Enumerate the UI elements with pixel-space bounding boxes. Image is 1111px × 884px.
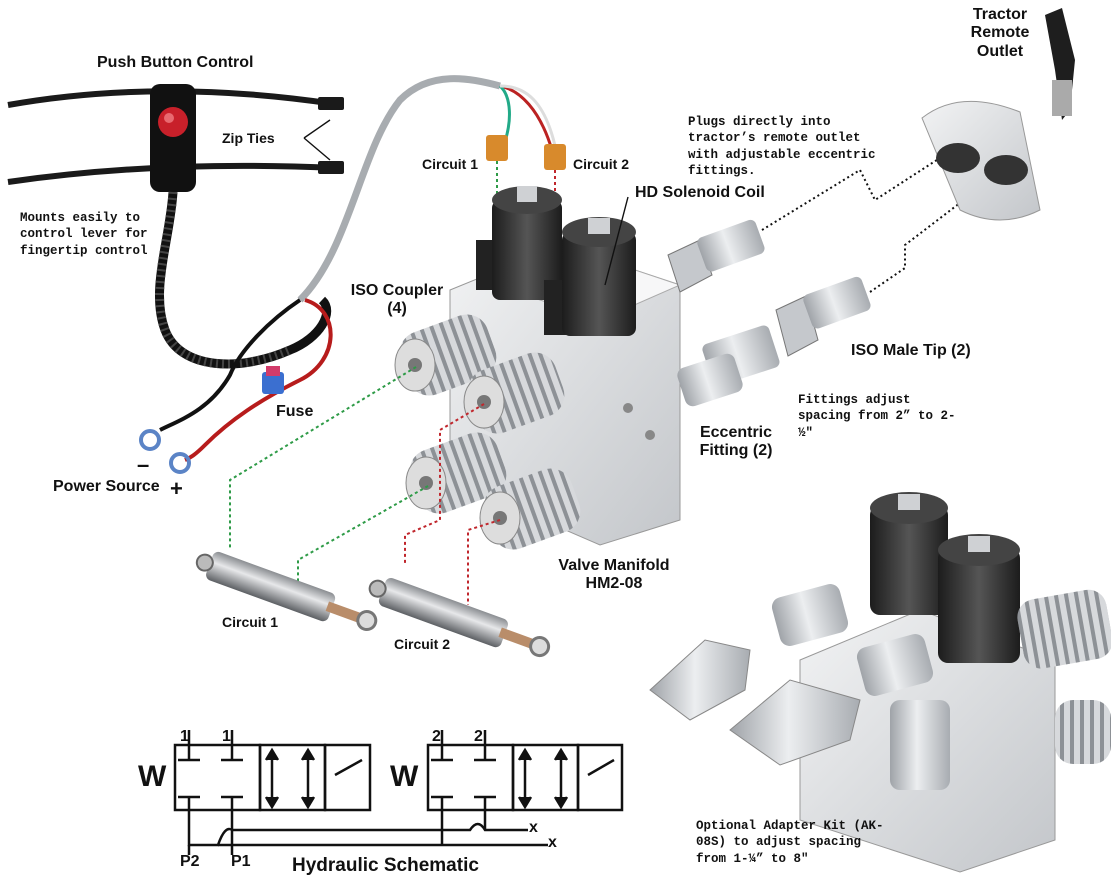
adapter-kit-note: Optional Adapter Kit (AK-08S) to adjust … <box>696 819 884 866</box>
power-source-label: Power Source <box>53 478 160 495</box>
ring-terminal-negative <box>139 429 161 451</box>
solenoid-coil-2 <box>544 217 636 336</box>
eccentric-fitting-label: Eccentric Fitting (2) <box>699 424 773 460</box>
plugs-note: Plugs directly into tractor’s remote out… <box>688 115 876 178</box>
hydraulic-schematic <box>173 730 624 855</box>
schematic-port-1a: 1 <box>180 728 189 745</box>
iso-coupler-2 <box>463 352 565 434</box>
power-lead-negative <box>159 298 302 432</box>
push-button-housing <box>150 84 196 192</box>
cylinder-circuit-2-label: Circuit 2 <box>394 636 451 652</box>
schematic-x-2: x <box>548 834 557 851</box>
iso-coupler-1 <box>394 314 497 396</box>
hydraulic-cylinder-circuit-1 <box>195 551 378 632</box>
push-button-icon <box>158 107 188 137</box>
connector-circuit-1-label: Circuit 1 <box>422 156 479 172</box>
iso-coupler-label: ISO Coupler (4) <box>350 282 444 318</box>
fuse-icon <box>262 366 284 394</box>
connector-circuit-2-label: Circuit 2 <box>573 156 630 172</box>
tractor-remote-outlet <box>921 8 1075 221</box>
ring-terminal-positive <box>169 452 191 474</box>
schematic-x-1: x <box>529 819 538 836</box>
iso-male-tip-lower <box>775 276 871 357</box>
iso-coupler-4 <box>479 468 581 550</box>
iso-male-tip-label: ISO Male Tip (2) <box>851 342 971 359</box>
cylinder-circuit-1-label: Circuit 1 <box>222 614 279 630</box>
grey-cable <box>297 75 501 303</box>
schematic-w-2: W <box>390 760 419 793</box>
valve-manifold-label: Valve Manifold HM2-08 <box>558 557 670 593</box>
power-lead-positive <box>184 298 333 462</box>
zip-ties-label: Zip Ties <box>222 130 275 146</box>
schematic-port-1b: 1 <box>222 728 231 745</box>
schematic-port-2b: 2 <box>474 728 483 745</box>
mounts-note: Mounts easily to control lever for finge… <box>20 211 148 258</box>
iso-male-tip-upper <box>667 219 765 293</box>
schematic-p1: P1 <box>231 853 251 870</box>
hydraulic-cylinder-circuit-2 <box>368 577 551 658</box>
solenoid-coil-1 <box>476 186 562 300</box>
schematic-port-2a: 2 <box>432 728 441 745</box>
plus-sign: + <box>170 476 183 501</box>
adapter-kit-assembly <box>649 492 1111 873</box>
fuse-label: Fuse <box>276 403 314 420</box>
iso-coupler-3 <box>405 432 507 514</box>
fittings-note: Fittings adjust spacing from 2” to 2-½" <box>798 393 956 440</box>
connector-circuit-2 <box>544 144 566 170</box>
coiled-cord <box>155 191 332 369</box>
connector-circuit-1 <box>486 135 508 161</box>
tractor-remote-outlet-label: Tractor Remote Outlet <box>970 6 1030 60</box>
hd-solenoid-coil-label: HD Solenoid Coil <box>635 184 765 201</box>
push-button-control-label: Push Button Control <box>97 54 254 71</box>
minus-sign: – <box>137 452 150 477</box>
eccentric-fitting-2 <box>677 353 743 407</box>
schematic-title: Hydraulic Schematic <box>292 855 479 876</box>
schematic-p2: P2 <box>180 853 200 870</box>
schematic-w-1: W <box>138 760 167 793</box>
